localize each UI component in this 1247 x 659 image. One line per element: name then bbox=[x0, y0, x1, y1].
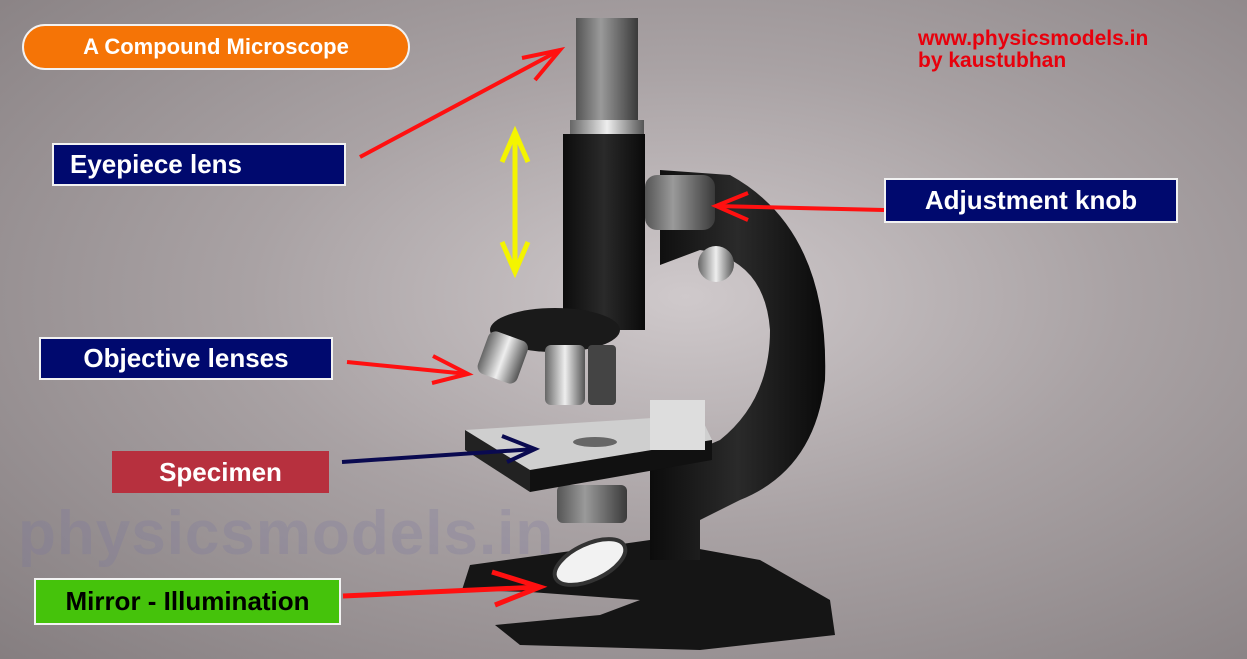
label-eyepiece: Eyepiece lens bbox=[52, 143, 346, 186]
mirror bbox=[552, 537, 628, 587]
label-mirror: Mirror - Illumination bbox=[34, 578, 341, 625]
adjustment-knob bbox=[645, 175, 715, 230]
label-adjustment-knob: Adjustment knob bbox=[884, 178, 1178, 223]
credit-url: www.physicsmodels.in bbox=[918, 27, 1149, 50]
objective-arrow bbox=[346, 354, 474, 385]
eyepiece-arrow bbox=[359, 46, 566, 159]
label-objective: Objective lenses bbox=[39, 337, 333, 380]
body-tube bbox=[563, 134, 645, 330]
focus-arrow bbox=[499, 125, 531, 279]
eyepiece-tube bbox=[576, 18, 638, 126]
specimen-arrow bbox=[341, 434, 541, 464]
credit-author: by kaustubhan bbox=[918, 49, 1067, 72]
objective-lens bbox=[477, 331, 529, 384]
adjustment-arrow bbox=[710, 191, 885, 222]
mirror-arrow bbox=[342, 569, 548, 608]
title-badge: A Compound Microscope bbox=[22, 24, 410, 70]
watermark: physicsmodels.in bbox=[18, 499, 555, 568]
label-specimen: Specimen bbox=[112, 451, 329, 493]
